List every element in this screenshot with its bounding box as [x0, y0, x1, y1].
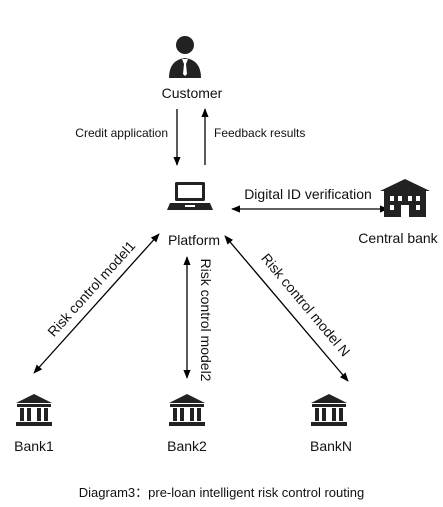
- diagram-caption: Diagram3：pre-loan intelligent risk contr…: [78, 485, 365, 500]
- customer-label: Customer: [162, 85, 223, 101]
- bank1-label: Bank1: [14, 438, 54, 454]
- central-bank-label: Central bank: [358, 230, 438, 246]
- risk-modelN-label: Risk control model N: [258, 250, 353, 359]
- bankN-label: BankN: [310, 438, 352, 454]
- feedback-results-label: Feedback results: [214, 126, 305, 140]
- credit-application-label: Credit application: [75, 126, 168, 140]
- platform-label: Platform: [168, 232, 220, 248]
- bankN-bank-icon: [311, 394, 347, 426]
- bank2-bank-icon: [169, 394, 205, 426]
- risk-model2-label: Risk control model2: [198, 259, 214, 382]
- risk-model1-label: Risk control model1: [44, 237, 138, 339]
- bank2-label: Bank2: [167, 438, 207, 454]
- risk-modelN-arrow: [224, 235, 349, 382]
- bank1-bank-icon: [16, 394, 52, 426]
- platform-laptop-icon: [167, 182, 213, 210]
- customer-person-icon: [169, 36, 201, 78]
- central-bank-building-icon: [380, 179, 430, 217]
- digital-id-label: Digital ID verification: [244, 186, 372, 202]
- risk-model1-arrow: [33, 233, 160, 374]
